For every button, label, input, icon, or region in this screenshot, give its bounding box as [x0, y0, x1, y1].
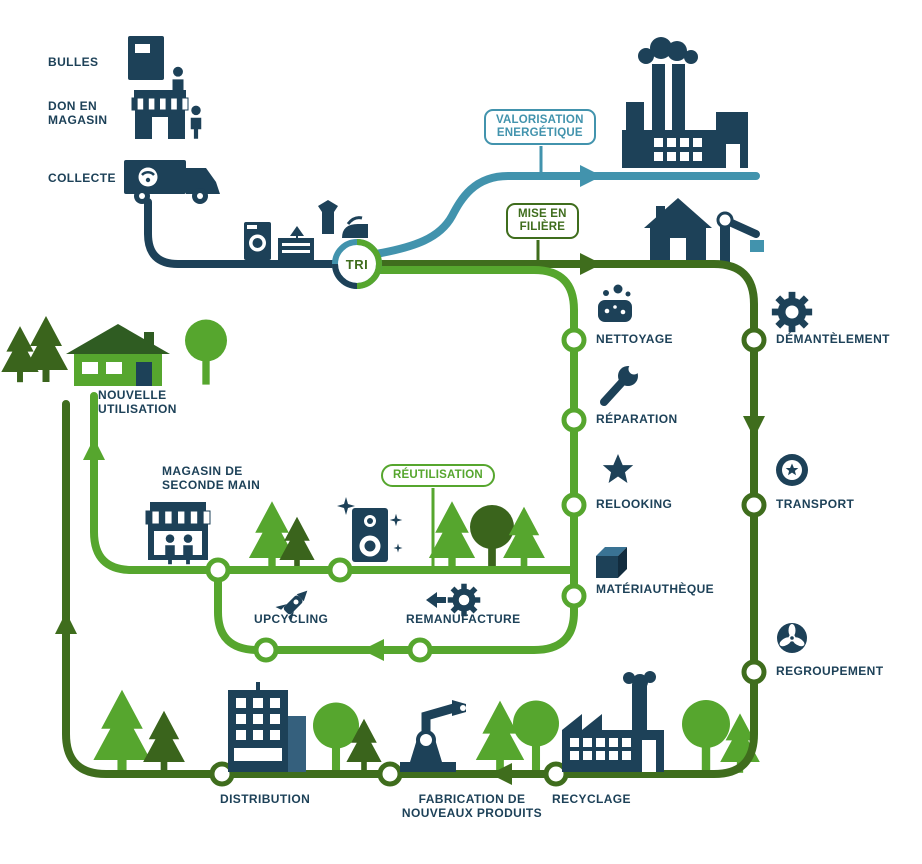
label-don-en-magasin: DON EN MAGASIN	[48, 99, 108, 127]
washing-machine-icon	[244, 222, 271, 260]
arrow-marker	[55, 612, 77, 634]
tag-valorisation-energetique: VALORISATION ENERGÉTIQUE	[484, 109, 596, 145]
node-marker	[744, 330, 764, 350]
arrow-marker	[83, 438, 105, 460]
pine-tree-icon	[93, 689, 151, 776]
tag-reutilisation: RÉUTILISATION	[381, 464, 495, 487]
wheel-icon	[776, 454, 808, 486]
label-bulles: BULLES	[48, 55, 99, 69]
sparkle-icon	[389, 513, 403, 527]
round-tree-icon	[185, 319, 227, 385]
arrow-marker	[362, 639, 384, 661]
node-marker	[564, 495, 584, 515]
arrow-marker	[580, 165, 602, 187]
speaker-icon	[337, 497, 403, 562]
label-demantelement: DÉMANTÈLEMENT	[776, 332, 890, 346]
collection-truck-icon	[124, 160, 220, 204]
node-marker	[564, 410, 584, 430]
label-regroupement: REGROUPEMENT	[776, 664, 884, 678]
label-magasin-seconde-main: MAGASIN DE SECONDE MAIN	[162, 464, 261, 492]
node-marker	[410, 640, 430, 660]
reuse-loop-path	[214, 266, 578, 654]
label-nettoyage: NETTOYAGE	[596, 332, 673, 346]
tag-mise-en-filiere: MISE EN FILIÈRE	[506, 203, 579, 239]
shirt-icon	[318, 200, 338, 234]
robot-arm-icon	[400, 700, 466, 772]
node-marker	[208, 560, 228, 580]
label-reparation: RÉPARATION	[596, 412, 678, 426]
pine-tree-icon	[143, 710, 185, 774]
node-marker	[256, 640, 276, 660]
iron-icon	[342, 216, 368, 238]
arrow-marker	[743, 416, 765, 438]
label-collecte: COLLECTE	[48, 171, 116, 185]
label-recyclage: RECYCLAGE	[552, 792, 631, 806]
dresser-icon	[278, 226, 314, 260]
arrow-marker	[490, 763, 512, 785]
smoke-icon	[638, 37, 698, 64]
star-icon	[602, 454, 634, 483]
label-materiautheque: MATÉRIAUTHÈQUE	[596, 582, 715, 596]
trees-middle	[248, 501, 545, 574]
label-remanufacture: REMANUFACTURE	[406, 612, 521, 626]
wrench-icon	[600, 363, 640, 406]
remanufacture-gear-icon	[426, 583, 481, 617]
gear-icon	[771, 291, 813, 333]
rocket-icon	[275, 590, 308, 623]
label-nouvelle-utilisation: NOUVELLE UTILISATION	[98, 388, 177, 416]
recycling-factory-icon	[562, 671, 664, 772]
node-marker	[744, 662, 764, 682]
label-fabrication: FABRICATION DE NOUVEAUX PRODUITS	[401, 792, 543, 820]
fan-icon	[777, 623, 807, 653]
sorted-items-icon	[244, 200, 368, 260]
label-distribution: DISTRIBUTION	[220, 792, 311, 806]
dismantling-house-icon	[644, 198, 764, 262]
node-marker	[564, 330, 584, 350]
energy-path	[372, 172, 760, 258]
arrow-marker	[580, 253, 602, 275]
filiere-path	[62, 260, 758, 778]
secondhand-shop-icon	[145, 502, 211, 565]
round-tree-icon	[470, 505, 514, 574]
label-transport: TRANSPORT	[776, 497, 855, 511]
round-tree-icon	[682, 700, 730, 775]
round-tree-icon	[513, 700, 559, 772]
donation-store-icon	[131, 90, 202, 139]
pine-tree-icon	[428, 501, 476, 571]
label-upcycling: UPCYCLING	[254, 612, 329, 626]
house-icon	[66, 324, 170, 386]
round-tree-icon	[313, 702, 359, 774]
node-marker	[380, 764, 400, 784]
sparkle-icon	[393, 543, 403, 553]
label-relooking: RELOOKING	[596, 497, 673, 511]
crane-icon	[716, 211, 764, 262]
sponge-icon	[598, 284, 632, 322]
cube-icon	[596, 547, 627, 578]
node-marker	[330, 560, 350, 580]
distribution-building-icon	[228, 682, 306, 772]
energy-plant-icon	[622, 37, 748, 168]
reuse-return-path	[90, 392, 578, 574]
node-marker	[564, 586, 584, 606]
collection-path	[144, 198, 340, 268]
tri-badge	[332, 239, 382, 289]
node-marker	[744, 495, 764, 515]
label-tri: TRI	[345, 257, 369, 272]
textile-bank-icon	[128, 36, 184, 102]
